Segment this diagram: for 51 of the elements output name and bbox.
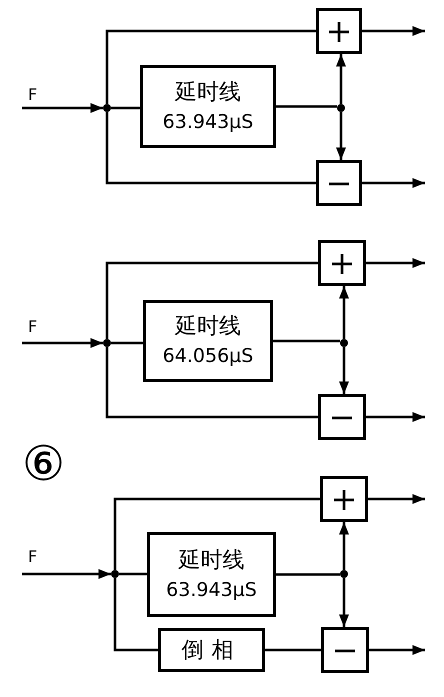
inverter-box: 倒相	[158, 628, 265, 672]
arrow	[362, 178, 425, 188]
box-title: 延时线	[175, 313, 241, 342]
figure-number: ⑥	[22, 440, 66, 488]
connector-line	[114, 498, 320, 570]
connector-line	[114, 578, 158, 652]
arrow	[366, 412, 425, 422]
connector-line	[106, 262, 318, 339]
connector-line	[276, 573, 340, 576]
edge-label: F	[28, 86, 38, 104]
junction-dot	[337, 104, 345, 112]
adder-box: +	[320, 476, 368, 522]
arrow	[339, 347, 349, 394]
adder-box: +	[318, 240, 366, 286]
arrow	[368, 494, 425, 504]
connector-line	[111, 106, 140, 110]
delay-value: 63.943μS	[166, 578, 257, 603]
subtractor-box: −	[316, 160, 362, 206]
arrow	[336, 54, 346, 104]
arrow	[339, 578, 349, 627]
delay-value: 64.056μS	[162, 344, 254, 370]
junction-dot	[111, 570, 119, 578]
arrow	[339, 286, 349, 339]
arrow	[22, 338, 103, 348]
box-title: 延时线	[175, 78, 241, 107]
connector-line	[106, 30, 316, 104]
arrow	[362, 26, 425, 36]
arrow	[369, 645, 425, 655]
subtractor-box: −	[321, 627, 369, 673]
arrow	[336, 112, 346, 160]
connector-line	[119, 572, 147, 576]
connector-line	[276, 105, 337, 108]
connector-line	[273, 340, 340, 342]
subtractor-box: −	[318, 394, 366, 440]
junction-dot	[340, 339, 348, 347]
connector-line	[111, 342, 143, 344]
connector-line	[106, 112, 316, 184]
junction-dot	[103, 104, 111, 112]
connector-line	[106, 347, 318, 418]
junction-dot	[340, 570, 348, 578]
connector-line	[265, 648, 321, 652]
junction-dot	[103, 339, 111, 347]
arrow	[339, 522, 349, 570]
arrow	[366, 258, 425, 268]
arrow	[22, 103, 103, 113]
edge-label: F	[28, 548, 38, 566]
box-title: 延时线	[178, 546, 244, 575]
edge-label: F	[28, 318, 38, 336]
arrow	[22, 569, 111, 579]
adder-box: +	[316, 8, 362, 54]
delay-value: 63.943μS	[162, 110, 254, 135]
